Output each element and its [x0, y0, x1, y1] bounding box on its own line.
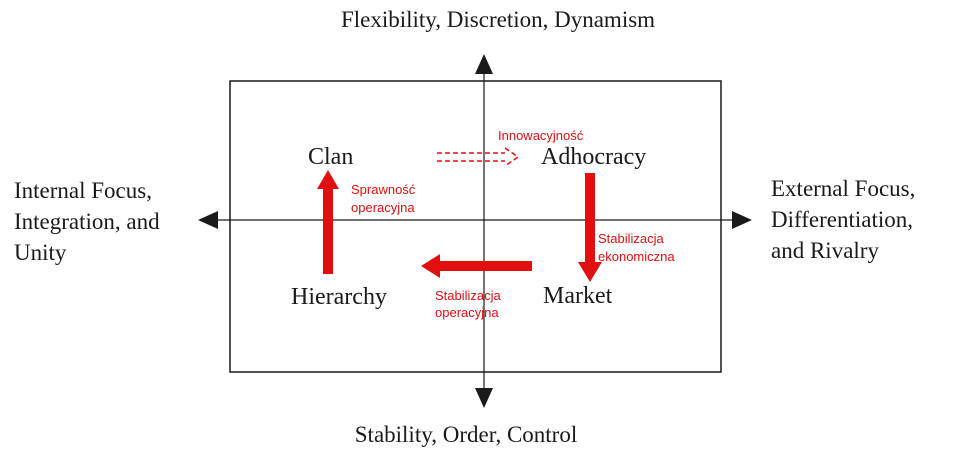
transition-label-economic-stabilization-1: Stabilizacja [598, 231, 665, 246]
axis-label-bottom: Stability, Order, Control [355, 422, 577, 447]
transition-label-operational-efficiency-1: Sprawność [351, 182, 416, 197]
axis-label-top: Flexibility, Discretion, Dynamism [341, 7, 655, 32]
arrow-market-to-hierarchy [421, 254, 532, 278]
axis-label-right-line-3: and Rivalry [771, 238, 879, 263]
axis-label-left-line-2: Integration, and [14, 209, 160, 234]
axis-label-left-line-1: Internal Focus, [14, 178, 152, 203]
transition-label-operational-stabilization-2: operacyjna [435, 305, 499, 320]
axis-arrow-right [732, 211, 752, 229]
quadrant-adhocracy: Adhocracy [541, 144, 646, 170]
arrow-hierarchy-to-clan [317, 170, 339, 274]
quadrant-hierarchy: Hierarchy [291, 284, 387, 310]
axis-arrow-down [475, 388, 493, 408]
quadrant-clan: Clan [308, 144, 353, 170]
transition-label-operational-stabilization-1: Stabilizacja [435, 288, 502, 303]
axis-arrow-up [475, 54, 493, 74]
quadrant-market: Market [543, 283, 613, 309]
axis-label-right-line-2: Differentiation, [771, 207, 913, 232]
transition-label-economic-stabilization-2: ekonomiczna [598, 249, 675, 264]
axis-label-right-line-1: External Focus, [771, 176, 915, 201]
framework-box [229, 80, 722, 373]
arrow-adhocracy-to-market [578, 173, 602, 282]
transition-label-operational-efficiency-2: operacyjna [351, 200, 415, 215]
axis-arrow-left [198, 211, 218, 229]
arrow-clan-to-adhocracy [437, 147, 520, 167]
transition-label-innovation: Innowacyjność [498, 128, 584, 143]
axis-label-left-line-3: Unity [14, 240, 67, 265]
